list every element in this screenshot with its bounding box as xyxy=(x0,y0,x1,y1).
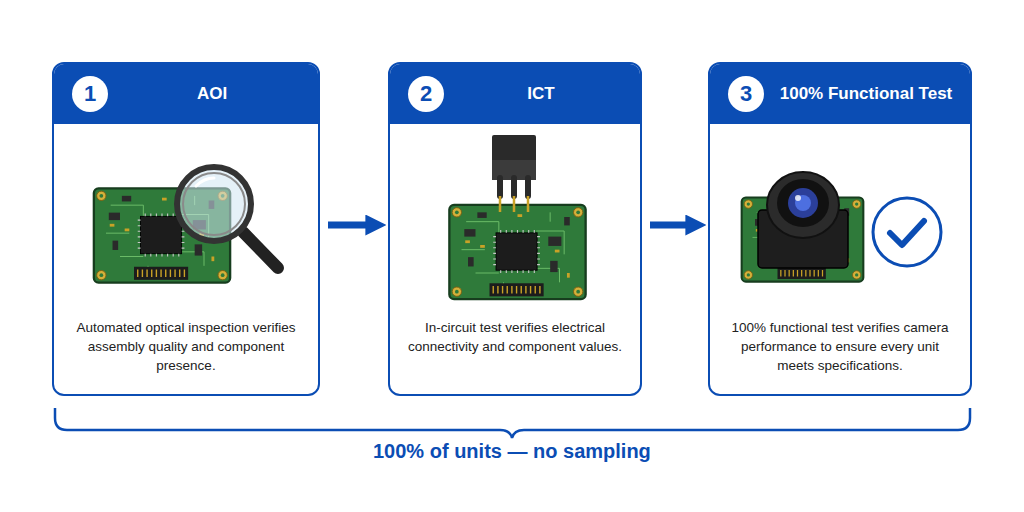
step-title: AOI xyxy=(114,64,310,124)
step-title: 100% Functional Test xyxy=(770,64,962,124)
step-description: In-circuit test verifies electrical conn… xyxy=(404,318,626,356)
flow-arrow xyxy=(650,222,698,229)
step-title: ICT xyxy=(450,64,632,124)
step-number: 1 xyxy=(72,76,108,112)
bracket-label: 100% of units — no sampling xyxy=(369,440,655,463)
header-band: 1AOI xyxy=(54,64,318,124)
step-panel: 1AOI Automated optical inspection verifie… xyxy=(52,62,320,396)
step-panel: 3100% Functional Test 100% functional tes… xyxy=(708,62,972,396)
step-panel: 2ICT In-circuit test verifies electrical … xyxy=(388,62,642,396)
step-number: 2 xyxy=(408,76,444,112)
header-band: 2ICT xyxy=(390,64,640,124)
header-band: 3100% Functional Test xyxy=(710,64,970,124)
step-number: 3 xyxy=(728,76,764,112)
step-description: Automated optical inspection verifies as… xyxy=(68,318,304,375)
step-description: 100% functional test verifies camera per… xyxy=(724,318,956,375)
flow-arrow xyxy=(328,222,378,229)
